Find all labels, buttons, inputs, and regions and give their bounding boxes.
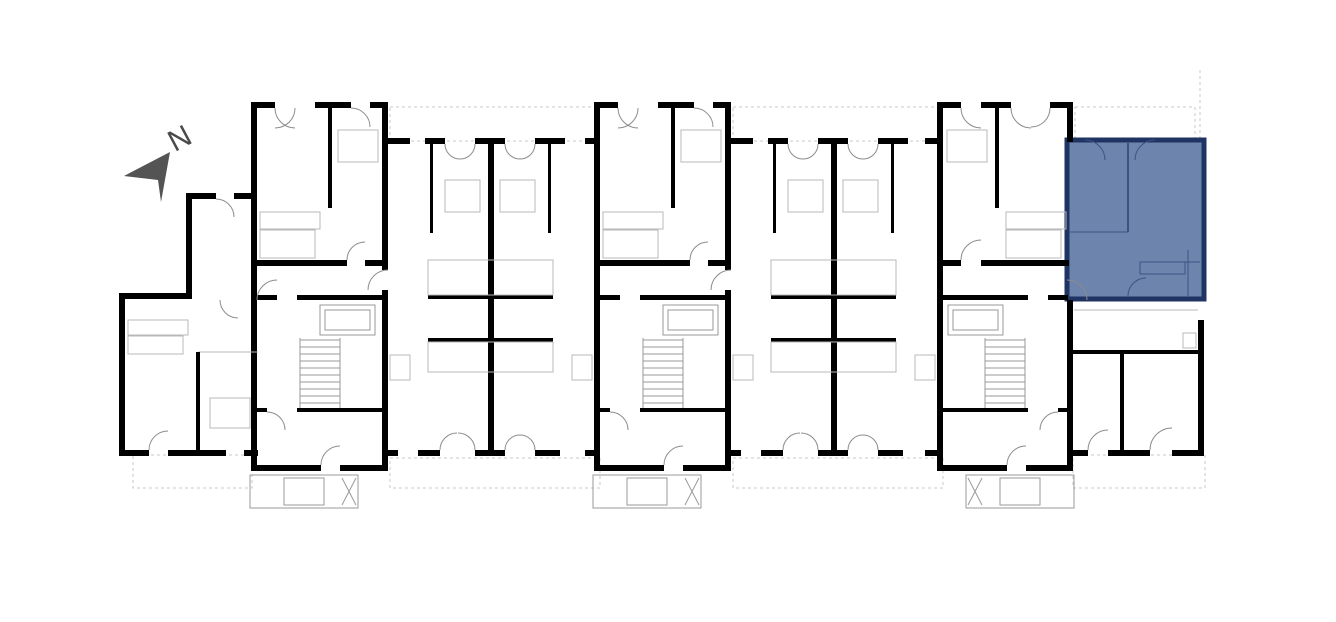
door-swings	[148, 107, 1173, 466]
highlighted-apartment[interactable]	[1064, 137, 1207, 302]
stair-cores	[257, 295, 1068, 412]
exterior-walls	[119, 102, 1204, 471]
highlighted-apartment-lines	[1070, 139, 1200, 297]
north-label: N	[163, 119, 198, 158]
entrance-porches	[249, 474, 1075, 509]
terrace-outlines	[132, 70, 1206, 489]
bathroom-blocks	[427, 259, 897, 373]
furniture	[127, 129, 1198, 450]
compass: N	[124, 119, 197, 202]
north-arrow-icon	[124, 152, 170, 202]
